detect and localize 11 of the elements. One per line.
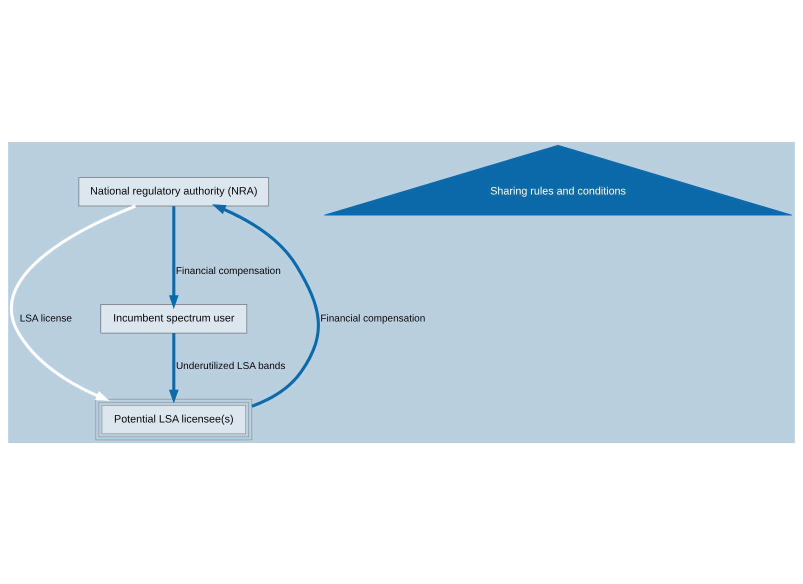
edge-label: Financial compensation xyxy=(320,312,426,324)
arrow xyxy=(168,332,179,404)
arrow xyxy=(212,204,320,408)
edge-label: LSA license xyxy=(20,312,72,324)
arrow xyxy=(10,204,136,400)
arrow xyxy=(168,206,179,309)
node-box: Incumbent spectrum user xyxy=(100,304,248,333)
edge-label: Underutilized LSA bands xyxy=(176,360,286,372)
node-box: National regulatory authority (NRA) xyxy=(78,176,270,206)
edge-label: Financial compensation xyxy=(176,266,281,277)
node-box: Potential LSA licensee(s) xyxy=(95,398,252,440)
